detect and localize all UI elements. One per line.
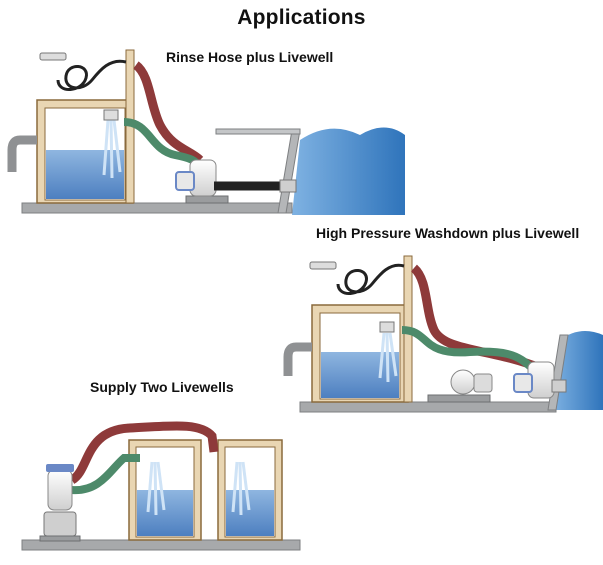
fill-spray-b <box>231 461 251 516</box>
caption-rinse-hose: Rinse Hose plus Livewell <box>166 49 334 65</box>
fill-spray-a <box>146 461 166 516</box>
seacock-fitting <box>279 179 297 193</box>
overflow-pipe-2 <box>283 342 312 376</box>
pump-base <box>185 195 229 204</box>
panel-washdown <box>283 255 603 413</box>
panel-rinse-hose <box>7 49 405 215</box>
washdown-pump <box>450 369 476 395</box>
washdown-nozzle <box>309 261 337 270</box>
caption-high-pressure-washdown: High Pressure Washdown plus Livewell <box>316 225 580 241</box>
diagram-title: Applications <box>237 6 366 29</box>
livewell-a-water <box>137 490 193 536</box>
fill-spray-2 <box>378 332 398 383</box>
rinse-nozzle <box>39 52 67 61</box>
maroon-supply-hose <box>132 61 204 164</box>
washdown-hose-coil <box>336 263 405 295</box>
seacock-3 <box>43 511 77 537</box>
fill-spray <box>102 119 122 179</box>
sea-water <box>292 127 405 215</box>
seacock-base-3 <box>39 535 81 542</box>
fill-fitting-2 <box>379 321 395 333</box>
livewell-water-2 <box>321 352 399 398</box>
fill-fitting <box>103 109 119 121</box>
maroon-supply-hose-3 <box>69 421 219 484</box>
deck <box>21 202 293 214</box>
green-supply-hose-3 <box>71 454 140 495</box>
washdown-pump-motor <box>473 373 493 393</box>
pump-strainer-2 <box>513 373 533 393</box>
pump-cap-3 <box>46 464 74 472</box>
deck-2 <box>299 401 557 413</box>
seacock-fitting-2 <box>551 379 567 393</box>
overflow-pipe <box>7 135 37 172</box>
caption-supply-two-livewells: Supply Two Livewells <box>90 379 234 395</box>
washdown-pump-base <box>427 394 491 403</box>
gunwale <box>215 128 301 135</box>
panel-two-livewells <box>21 421 301 551</box>
rinse-hose-coil <box>56 59 127 91</box>
green-supply-hose-2 <box>401 326 539 375</box>
pump-strainer <box>175 171 195 191</box>
pump-body-3 <box>47 469 73 511</box>
